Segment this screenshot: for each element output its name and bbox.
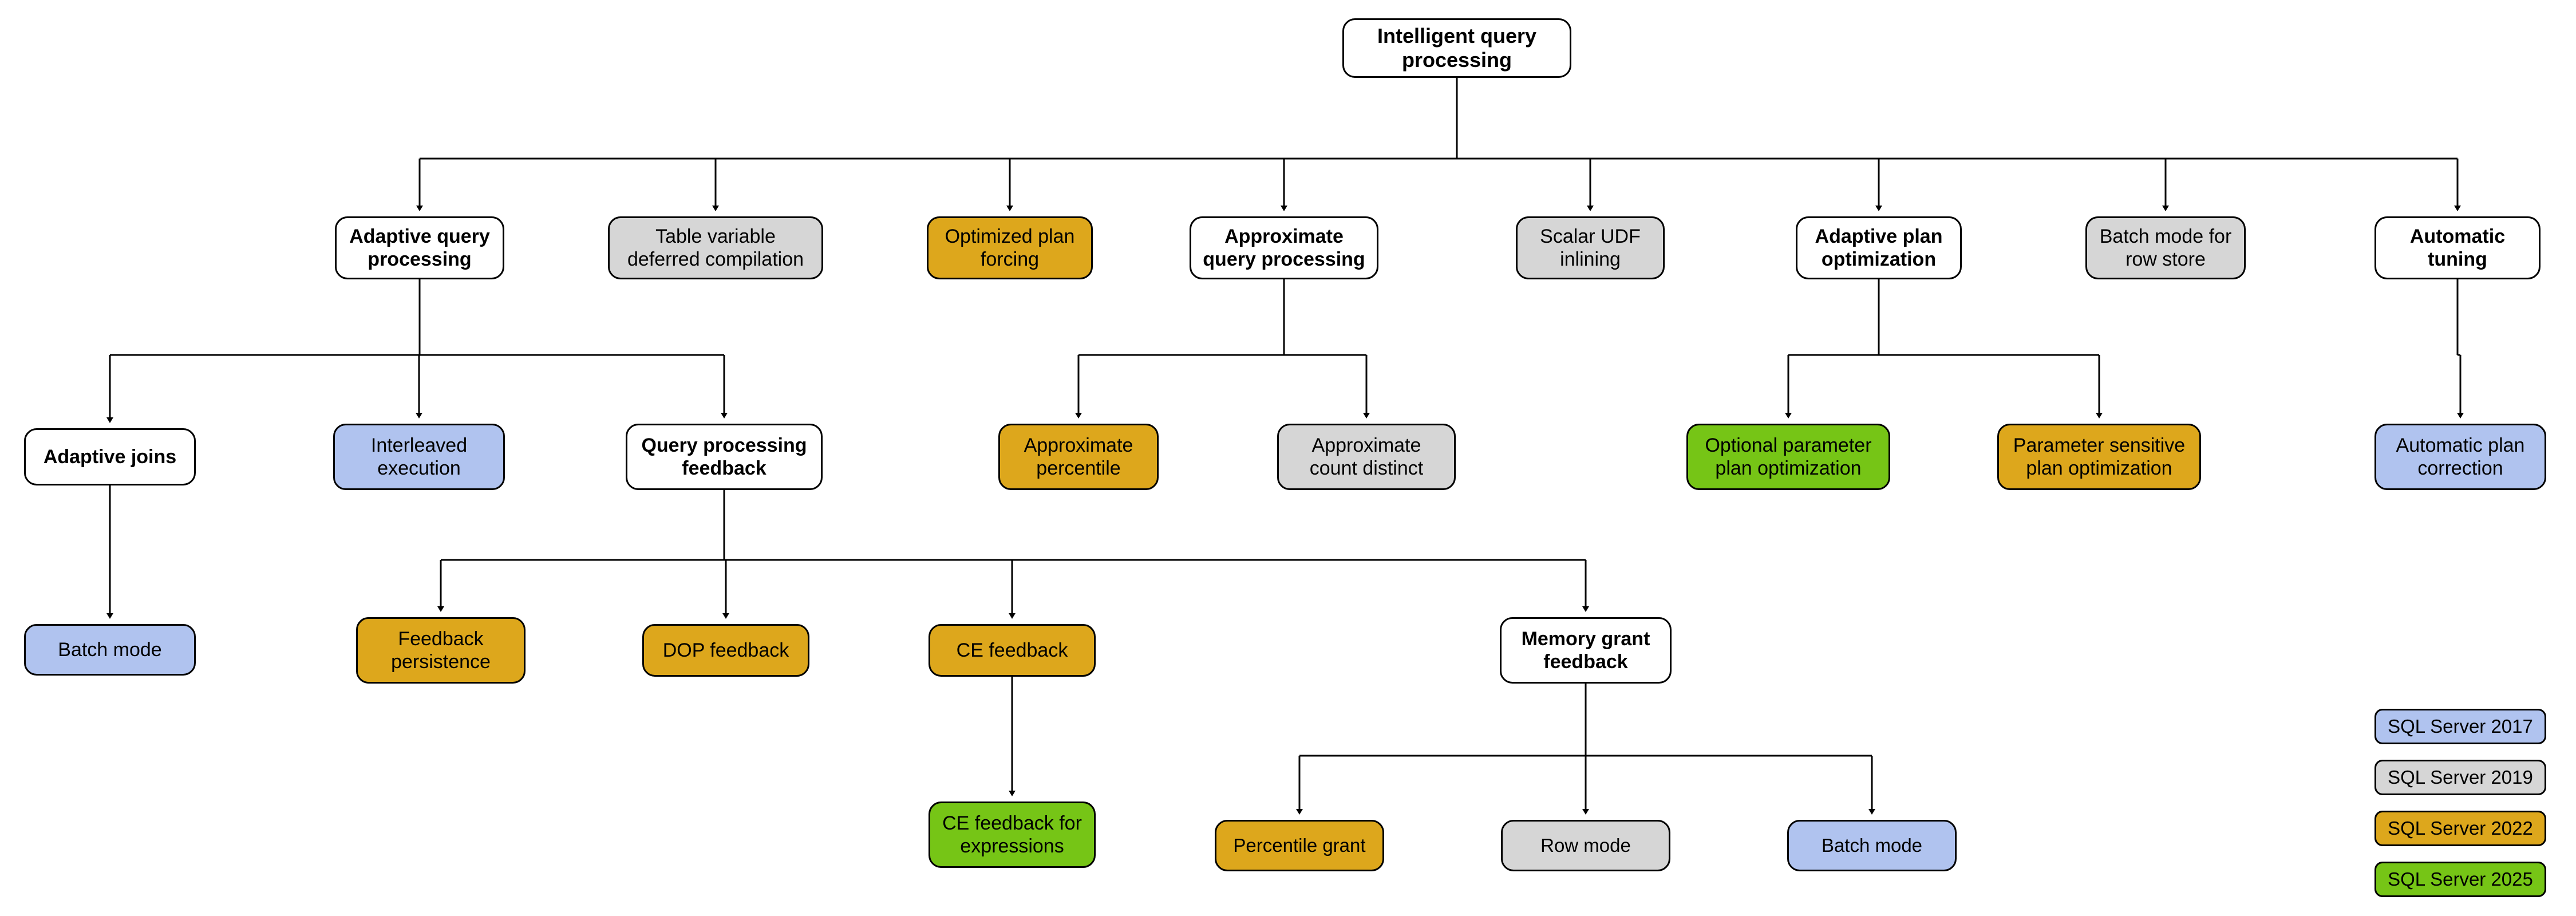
node-mgf[interactable]: Memory grant feedback [1500,617,1672,684]
node-pctgrant[interactable]: Percentile grant [1215,820,1384,871]
node-tvdc[interactable]: Table variable deferred compilation [608,216,823,279]
node-aqp[interactable]: Adaptive query processing [335,216,504,279]
node-apcorr[interactable]: Automatic plan correction [2374,424,2546,490]
node-rowmode[interactable]: Row mode [1501,820,1670,871]
node-batchmode2[interactable]: Batch mode [1787,820,1957,871]
node-opf[interactable]: Optimized plan forcing [927,216,1093,279]
node-cefb[interactable]: CE feedback [929,624,1096,677]
node-cefbexpr[interactable]: CE feedback for expressions [929,802,1096,868]
node-bmrs[interactable]: Batch mode for row store [2085,216,2246,279]
node-approx[interactable]: Approximate query processing [1190,216,1378,279]
node-interleaved[interactable]: Interleaved execution [333,424,505,490]
node-apo[interactable]: Adaptive plan optimization [1796,216,1962,279]
legend-item-sql-server-2019: SQL Server 2019 [2374,760,2546,795]
node-dopfb[interactable]: DOP feedback [642,624,809,677]
legend-item-sql-server-2017: SQL Server 2017 [2374,709,2546,744]
node-qpf[interactable]: Query processing feedback [626,424,823,490]
node-adjoins[interactable]: Adaptive joins [24,428,196,485]
legend-item-sql-server-2025: SQL Server 2025 [2374,862,2546,897]
node-apct[interactable]: Approximate percentile [998,424,1159,490]
node-fbpers[interactable]: Feedback persistence [356,617,526,684]
node-pspo[interactable]: Parameter sensitive plan optimization [1997,424,2201,490]
node-root[interactable]: Intelligent query processing [1342,18,1571,78]
node-udf[interactable]: Scalar UDF inlining [1516,216,1665,279]
legend-item-sql-server-2022: SQL Server 2022 [2374,811,2546,846]
node-oppo[interactable]: Optional parameter plan optimization [1686,424,1890,490]
node-batchmode1[interactable]: Batch mode [24,624,196,676]
node-autotune[interactable]: Automatic tuning [2374,216,2541,279]
node-acd[interactable]: Approximate count distinct [1277,424,1456,490]
